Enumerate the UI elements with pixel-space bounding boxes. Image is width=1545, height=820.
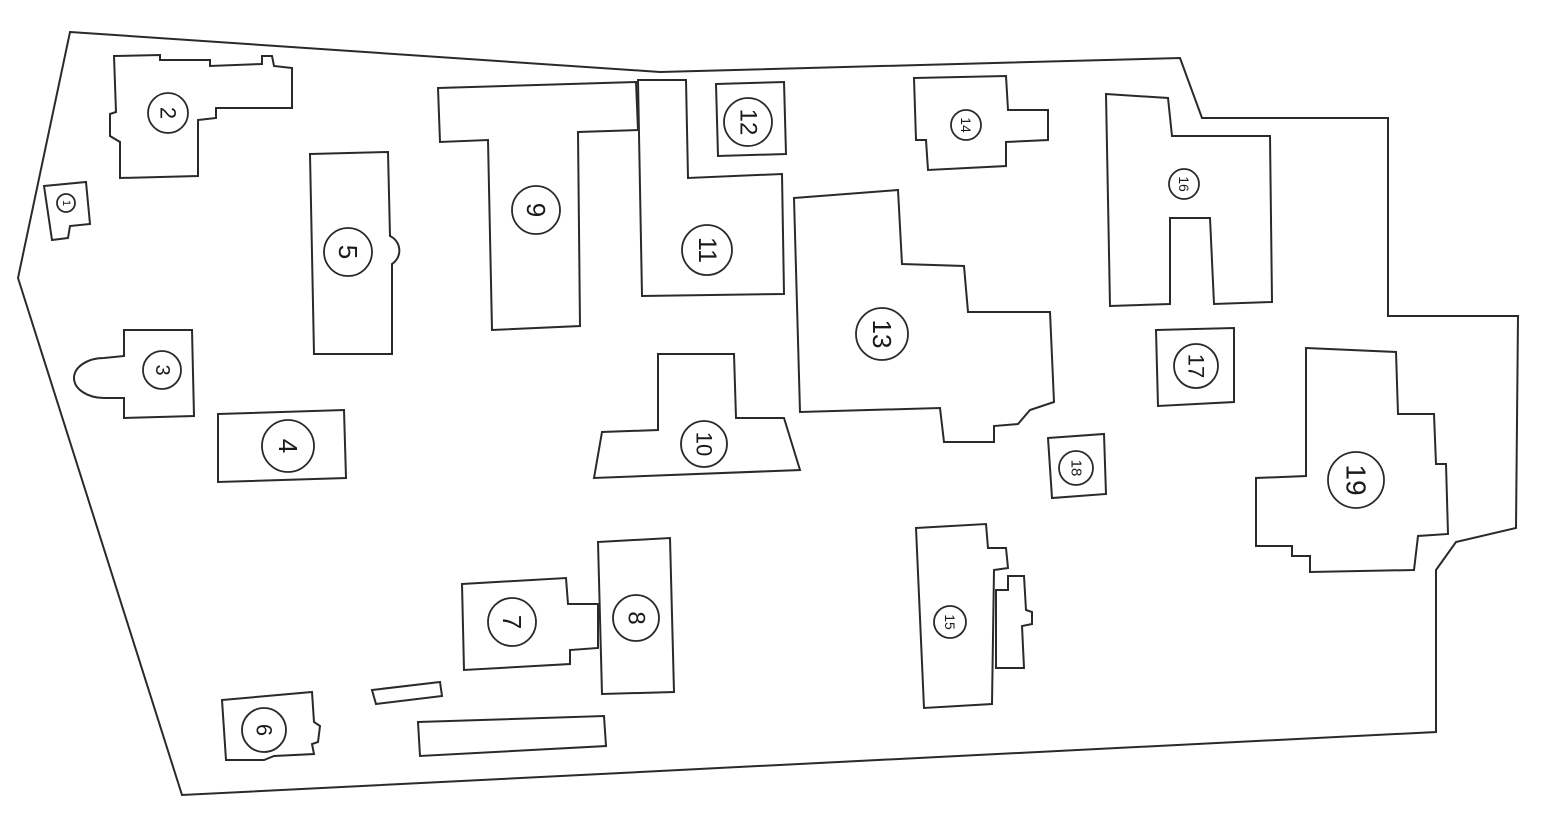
building-label: 3	[151, 364, 173, 375]
building-5: 5	[308, 150, 401, 355]
building-4: 4	[217, 408, 348, 484]
building-label: 11	[693, 237, 721, 263]
building-8: 8	[596, 536, 676, 696]
building-label: 1	[60, 200, 72, 206]
building-label: 16	[1176, 176, 1192, 192]
building-label: 2	[156, 107, 181, 119]
building-label: 13	[867, 320, 897, 349]
building-label: 10	[692, 432, 717, 456]
site-boundary	[16, 30, 1520, 797]
building-19: 19	[1255, 346, 1450, 574]
building-6: 6	[220, 690, 322, 761]
building-15: 15	[914, 522, 1033, 710]
building-14: 14	[912, 74, 1049, 172]
small-structure	[370, 680, 444, 706]
building-2: 2	[109, 53, 293, 180]
building-label: 6	[252, 724, 277, 736]
building-label: 18	[1068, 460, 1085, 477]
building-label: 14	[958, 117, 974, 133]
building-label: 7	[497, 615, 527, 629]
building-18: 18	[1046, 432, 1108, 500]
building-1: 1	[42, 180, 92, 242]
building-12: 12	[714, 80, 788, 158]
building-label: 8	[623, 611, 650, 624]
building-label: 15	[942, 614, 958, 630]
building-label: 9	[521, 203, 551, 217]
building-7: 7	[460, 576, 599, 672]
building-label: 12	[735, 109, 762, 136]
building-label: 19	[1341, 464, 1372, 495]
building-label: 4	[273, 439, 303, 453]
long-structure	[416, 714, 608, 758]
building-17: 17	[1154, 326, 1235, 408]
building-3: 3	[73, 329, 196, 420]
building-16: 16	[1104, 92, 1274, 308]
building-13: 13	[792, 188, 1056, 443]
building-10: 10	[592, 353, 802, 480]
building-label: 17	[1184, 354, 1209, 378]
building-9: 9	[436, 80, 640, 332]
building-11: 11	[636, 79, 786, 298]
building-label: 5	[333, 245, 363, 259]
